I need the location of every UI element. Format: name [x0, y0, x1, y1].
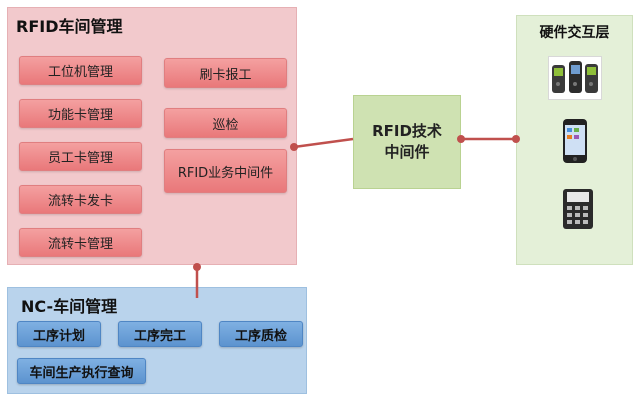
handheld-scanner-icon: [548, 56, 602, 100]
workshop-production-query-box: 车间生产执行查询: [17, 358, 146, 384]
workstation-management-box: 工位机管理: [19, 56, 142, 85]
connector-dot: [193, 263, 201, 271]
middleware-line1: RFID技术: [372, 122, 442, 140]
process-completion-box: 工序完工: [118, 321, 202, 347]
hardware-layer-title: 硬件交互层: [539, 25, 610, 41]
hardware-layer-panel: 硬件交互层: [516, 15, 633, 265]
flow-card-issuing-box: 流转卡发卡: [19, 185, 142, 214]
card-swipe-report-box: 刷卡报工: [164, 58, 287, 88]
nc-workshop-panel: NC-车间管理 工序计划 工序完工 工序质检 车间生产执行查询: [7, 287, 307, 394]
connector-dot: [457, 135, 465, 143]
connector-dot: [290, 143, 298, 151]
process-plan-box: 工序计划: [17, 321, 101, 347]
rfid-workshop-title: RFID车间管理: [16, 17, 123, 36]
process-quality-inspection-box: 工序质检: [219, 321, 303, 347]
inspection-box: 巡检: [164, 108, 287, 138]
rfid-workshop-panel: RFID车间管理 工位机管理 功能卡管理 员工卡管理 流转卡发卡 流转卡管理 刷…: [7, 7, 297, 265]
function-card-management-box: 功能卡管理: [19, 99, 142, 128]
rfid-middleware-box: RFID技术 中间件: [353, 95, 461, 189]
smartphone-icon: [562, 118, 588, 164]
card-reader-icon: [562, 188, 594, 230]
employee-card-management-box: 员工卡管理: [19, 142, 142, 171]
connector-dot: [512, 135, 520, 143]
rfid-business-middleware-box: RFID业务中间件: [164, 149, 287, 193]
nc-workshop-title: NC-车间管理: [21, 297, 118, 316]
rfid-to-middleware-connector: [293, 137, 354, 149]
flow-card-management-box: 流转卡管理: [19, 228, 142, 257]
middleware-line2: 中间件: [384, 143, 430, 161]
